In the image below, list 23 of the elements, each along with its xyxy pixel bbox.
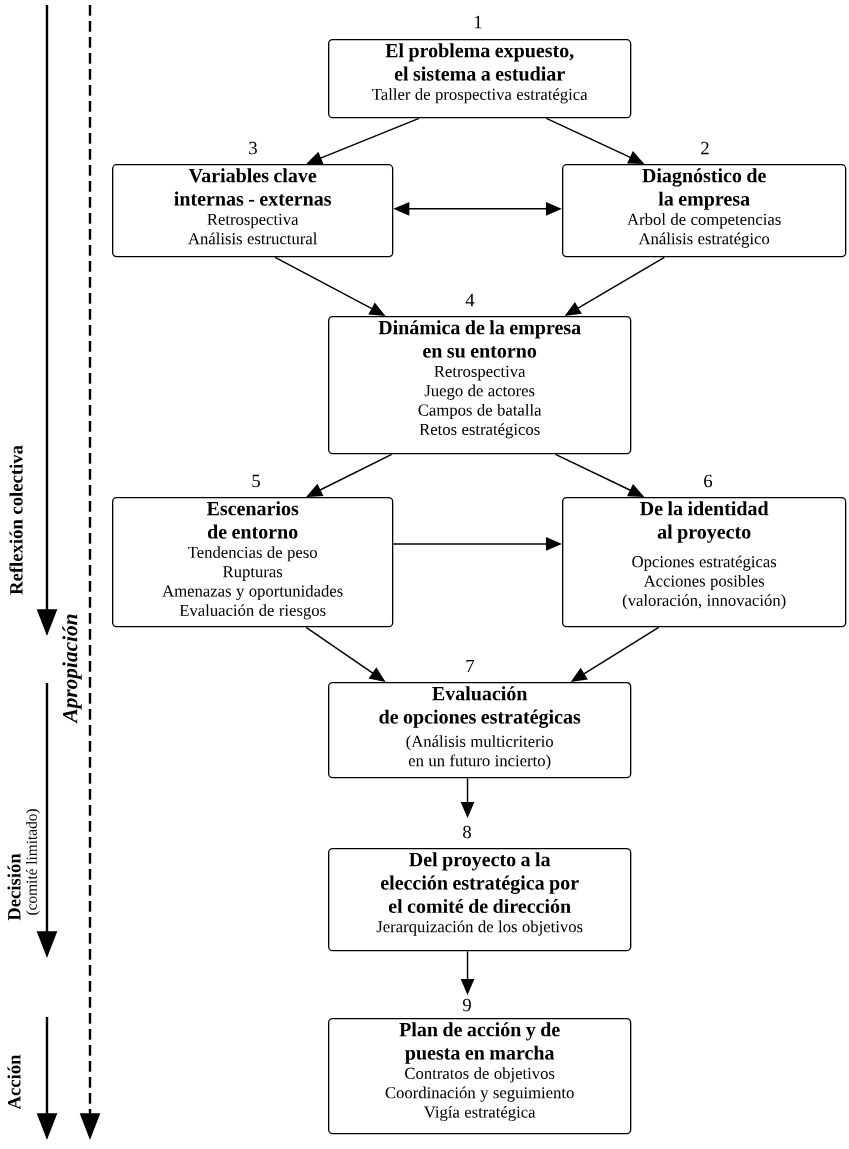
phase-label: Reflexión colectiva (9, 445, 23, 595)
step-number: 8 (463, 825, 471, 839)
process-box: De la identidad al proyecto Opciones estratégicas Acciones posibles (valoración, innovación) (562, 497, 847, 628)
step-number: 5 (252, 474, 260, 488)
step-number: 1 (474, 15, 482, 29)
step-number: 2 (701, 141, 709, 155)
phase-label: Acción (7, 1054, 21, 1110)
step-number: 9 (462, 998, 471, 1012)
process-box: Diagnóstico de la empresa Arbol de competencias Análisis estratégico (562, 164, 847, 258)
step-number: 4 (465, 293, 475, 307)
process-box: Dinámica de la empresa en su entorno Retrospectiva Juego de actores Campos de batalla Retos estratégicos (328, 316, 632, 455)
phase-label: Apropiación (62, 614, 82, 724)
step-number: 6 (704, 474, 713, 488)
phase-label: (comité limitado) (26, 809, 40, 915)
step-number: 3 (249, 141, 257, 155)
process-box: Escenarios de entorno Tendencias de peso Rupturas Amenazas y oportunidades Evaluación de riesgos (112, 497, 394, 628)
process-box: El problema expuesto, el sistema a estudiar Taller de prospectiva estratégica (328, 39, 632, 119)
process-box: Plan de acción y de puesta en marcha Contratos de objetivos Coordinación y seguimiento Vigía estratégica (328, 1018, 632, 1135)
step-number: 7 (466, 659, 475, 673)
process-box: Del proyecto a la elección estratégica por el comité de dirección Jerarquización de los objetivos (328, 848, 632, 952)
process-box: Evaluación de opciones estratégicas (Análisis multicriterio en un futuro incierto) (328, 682, 632, 779)
phase-label: Decisión (7, 853, 21, 921)
process-box: Variables clave internas - externas Retrospectiva Análisis estructural (112, 164, 394, 258)
